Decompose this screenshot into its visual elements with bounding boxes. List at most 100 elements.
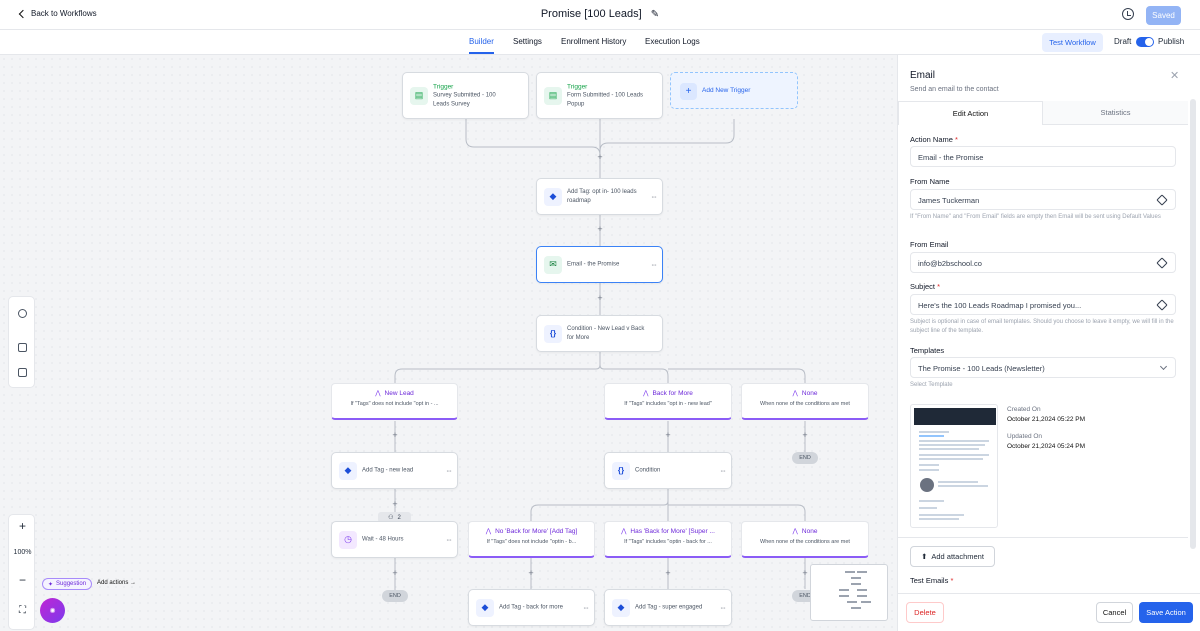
trigger-form-node[interactable]: ▤ Trigger Form Submitted - 100 Leads Pop… (536, 72, 663, 119)
add-step-plus[interactable]: + (665, 568, 671, 578)
branch-none[interactable]: None When none of the conditions are met (741, 383, 869, 420)
close-icon[interactable]: ✕ (1170, 70, 1180, 82)
tag-icon[interactable] (1156, 194, 1168, 206)
back-label: Back to Workflows (31, 9, 97, 18)
from-email-label: From Email (910, 240, 949, 249)
from-email-input[interactable]: info@b2bschool.co (910, 252, 1176, 273)
tag-icon: ◆ (339, 461, 357, 480)
test-workflow-button[interactable]: Test Workflow (1042, 33, 1103, 52)
workflow-canvas[interactable]: ▤ Trigger Survey Submitted - 100 Leads S… (0, 55, 897, 631)
branch-new-lead[interactable]: New Lead If "Tags" does not include "opt… (331, 383, 458, 420)
subject-input[interactable]: Here's the 100 Leads Roadmap I promised … (910, 294, 1176, 315)
node-label: Condition - New Lead v Back for More (567, 325, 645, 341)
suggestion-badge[interactable]: ✦Suggestion (42, 578, 93, 590)
template-banner-image (914, 408, 996, 425)
add-step-plus[interactable]: + (392, 568, 398, 578)
condition-main-node[interactable]: {} Condition - New Lead v Back for More (536, 315, 663, 352)
save-action-button[interactable]: Save Action (1139, 602, 1193, 623)
templates-select[interactable]: The Promise - 100 Leads (Newsletter) (910, 357, 1176, 378)
tab-settings[interactable]: Settings (513, 37, 542, 46)
add-step-plus[interactable]: + (392, 499, 398, 509)
delete-button[interactable]: Delete (906, 602, 944, 623)
zoom-level: 100% (13, 549, 32, 556)
add-new-trigger-button[interactable]: + Add New Trigger (670, 72, 798, 109)
subject-help: Subject is optional in case of email tem… (910, 319, 1174, 334)
branch-desc: If "Tags" does not include "opt in - ... (350, 401, 439, 407)
add-step-plus[interactable]: + (528, 568, 534, 578)
minimap[interactable] (810, 564, 888, 621)
more-options-icon[interactable]: ··· (720, 603, 726, 612)
node-label: Email - the Promise (567, 261, 620, 267)
from-name-input[interactable]: James Tuckerman (910, 189, 1176, 210)
note-icon[interactable] (18, 368, 27, 377)
panel-title: Email (910, 70, 936, 81)
add-step-plus[interactable]: + (597, 293, 603, 303)
ai-assistant-button[interactable]: ✺ (40, 598, 65, 623)
add-step-plus[interactable]: + (597, 224, 603, 234)
node-label: Add Tag: opt in- 100 leads roadmap (567, 188, 637, 204)
tabs-bar: Builder Settings Enrollment History Exec… (0, 30, 1200, 55)
more-options-icon[interactable]: ··· (446, 535, 452, 544)
template-preview[interactable] (910, 404, 998, 528)
email-promise-node[interactable]: ✉ Email - the Promise ··· (536, 246, 663, 283)
add-tag-optin-node[interactable]: ◆ Add Tag: opt in- 100 leads roadmap ··· (536, 178, 663, 215)
tab-builder[interactable]: Builder (469, 37, 494, 54)
history-icon[interactable] (1122, 8, 1134, 20)
branch-name: None (742, 389, 868, 397)
branch-back-for-more[interactable]: Back for More If "Tags" includes "opt in… (604, 383, 732, 420)
pencil-icon[interactable]: ✎ (650, 9, 660, 20)
zoom-out-button[interactable]: − (18, 573, 26, 587)
contact-count-badge: ⚇2 (378, 512, 411, 523)
wait-node[interactable]: ◷ Wait - 48 Hours ··· (331, 521, 458, 558)
cancel-button[interactable]: Cancel (1096, 602, 1133, 623)
end-pill: END (382, 590, 408, 602)
more-options-icon[interactable]: ··· (583, 603, 589, 612)
trigger-survey-node[interactable]: ▤ Trigger Survey Submitted - 100 Leads S… (402, 72, 529, 119)
draft-label: Draft (1114, 37, 1132, 46)
condition-icon: {} (612, 461, 630, 480)
add-step-plus[interactable]: + (802, 568, 808, 578)
workflow-title-text: Promise [100 Leads] (540, 8, 642, 20)
tab-statistics[interactable]: Statistics (1043, 101, 1188, 125)
condition-sub-node[interactable]: {} Condition ··· (604, 452, 732, 489)
add-tag-super-node[interactable]: ◆ Add Tag - super engaged ··· (604, 589, 732, 626)
tag-icon[interactable] (1156, 299, 1168, 311)
publish-toggle[interactable] (1136, 37, 1154, 47)
zoom-in-button[interactable]: + (18, 519, 26, 533)
branch-desc: When none of the conditions are met (760, 539, 850, 545)
add-actions-link[interactable]: Add actions → (97, 580, 136, 586)
more-options-icon[interactable]: ··· (446, 466, 452, 475)
add-step-plus[interactable]: + (597, 152, 603, 162)
tag-icon: ◆ (612, 598, 630, 617)
add-attachment-button[interactable]: ⬆Add attachment (910, 546, 995, 567)
saved-button[interactable]: Saved (1146, 6, 1181, 25)
fit-screen-icon[interactable]: ⛶ (19, 605, 26, 616)
comment-icon[interactable] (18, 343, 27, 352)
add-tag-back-node[interactable]: ◆ Add Tag - back for more ··· (468, 589, 595, 626)
branch-name: New Lead (332, 389, 457, 397)
branch-no-back-for-more[interactable]: No 'Back for More' [Add Tag] If "Tags" d… (468, 521, 595, 558)
branch-has-back-for-more[interactable]: Has 'Back for More' [Super ... If "Tags"… (604, 521, 732, 558)
more-options-icon[interactable]: ··· (651, 192, 657, 201)
more-options-icon[interactable]: ··· (651, 260, 657, 269)
analytics-icon[interactable] (18, 309, 27, 318)
action-name-input[interactable]: Email - the Promise (910, 146, 1176, 167)
trigger-label: Trigger (433, 83, 454, 90)
add-step-plus[interactable]: + (665, 430, 671, 440)
back-to-workflows-button[interactable]: Back to Workflows (18, 9, 97, 18)
add-tag-new-lead-node[interactable]: ◆ Add Tag - new lead ··· (331, 452, 458, 489)
panel-scrollbar[interactable] (1190, 99, 1196, 549)
tag-icon[interactable] (1156, 257, 1168, 269)
sparkle-icon: ✦ (48, 581, 54, 588)
upload-icon: ⬆ (921, 552, 928, 561)
tab-enrollment-history[interactable]: Enrollment History (561, 37, 627, 46)
users-icon: ⚇ (388, 515, 394, 521)
tab-edit-action[interactable]: Edit Action (898, 101, 1043, 125)
tab-execution-logs[interactable]: Execution Logs (645, 37, 700, 46)
more-options-icon[interactable]: ··· (720, 466, 726, 475)
branch-desc: If "Tags" includes "optin - back for ... (624, 539, 712, 545)
add-step-plus[interactable]: + (392, 430, 398, 440)
ai-icon: ✺ (49, 607, 56, 615)
add-step-plus[interactable]: + (802, 430, 808, 440)
branch-none-sub[interactable]: None When none of the conditions are met (741, 521, 869, 558)
